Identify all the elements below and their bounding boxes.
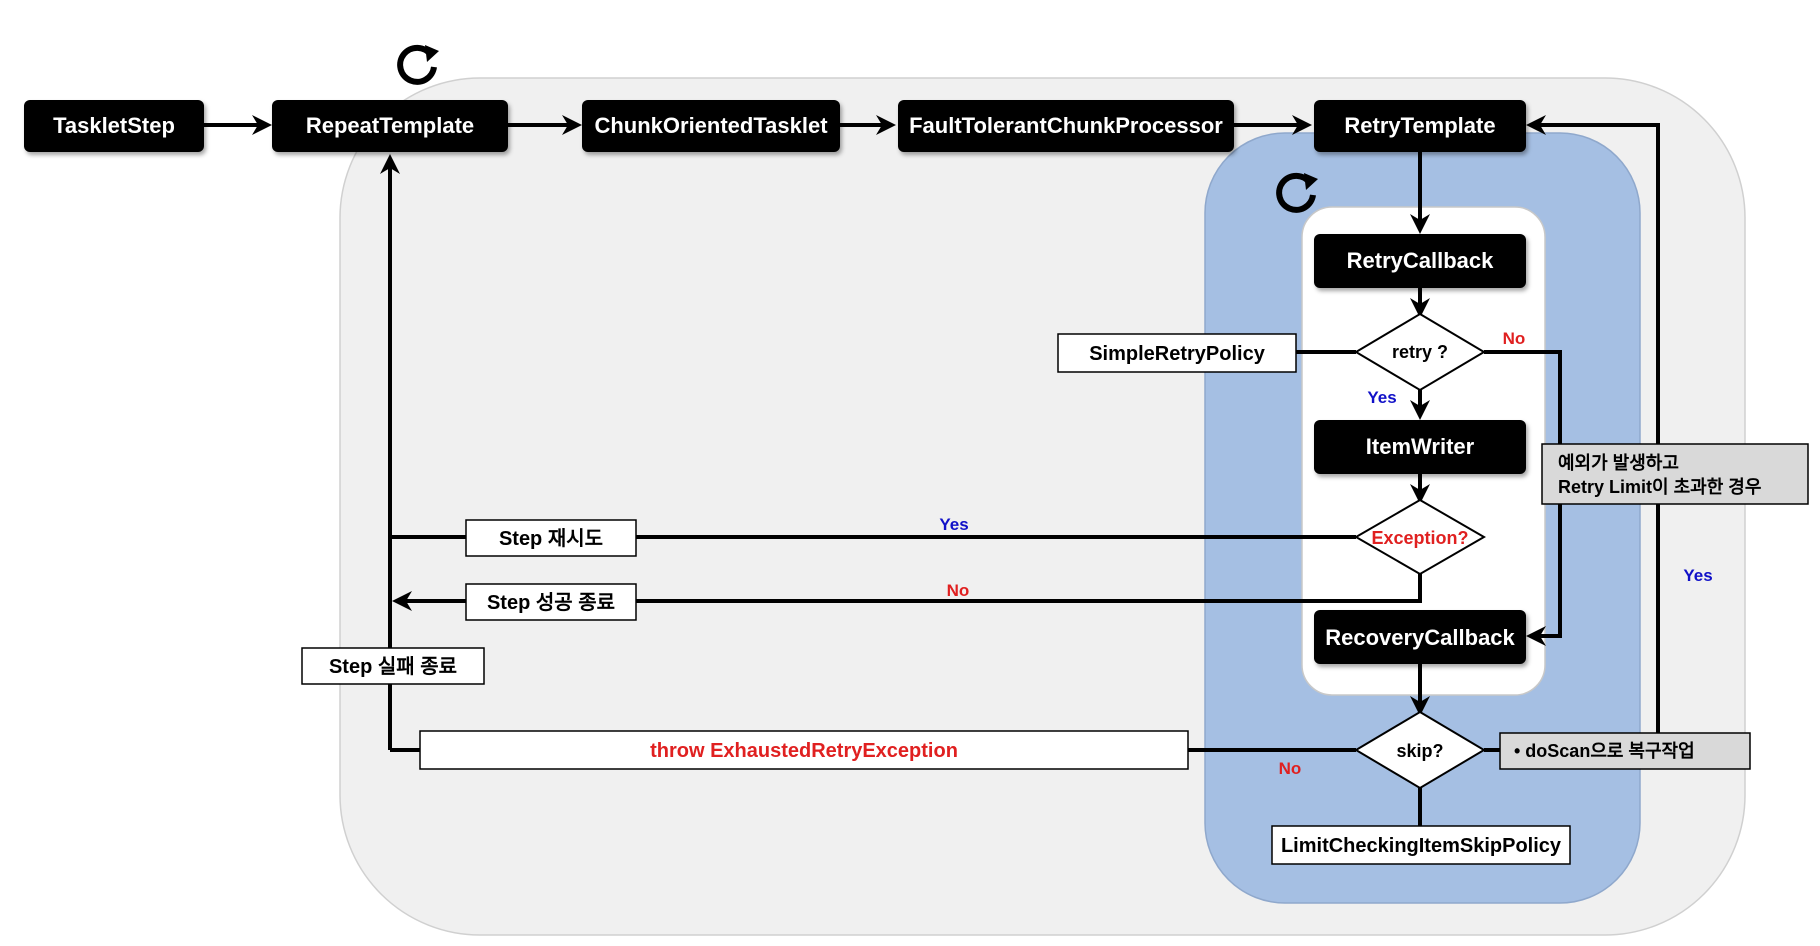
edge-label-retry-no: No [1503, 329, 1526, 348]
box-step-fail: Step 실패 종료 [301, 647, 485, 685]
decision-retry: retry ? [1354, 312, 1486, 392]
box-simple-retry-policy-label: SimpleRetryPolicy [1089, 343, 1266, 365]
box-limit-checking-policy-label: LimitCheckingItemSkipPolicy [1281, 835, 1562, 857]
note-retry-limit-line1: 예외가 발생하고 [1558, 453, 1679, 473]
refresh-icon [397, 44, 439, 85]
refresh-icon [1276, 172, 1318, 213]
node-recovery-callback: RecoveryCallback [1314, 610, 1526, 664]
note-doscan-label: • doScan으로 복구작업 [1514, 741, 1695, 761]
node-chunk-oriented-tasklet-label: ChunkOrientedTasklet [594, 113, 828, 138]
note-retry-limit: 예외가 발생하고 Retry Limit이 초과한 경우 [1541, 443, 1809, 505]
decision-skip-label: skip? [1396, 741, 1443, 761]
node-retry-callback-label: RetryCallback [1347, 248, 1495, 273]
note-retry-limit-line2: Retry Limit이 초과한 경우 [1558, 477, 1761, 497]
edge-label-exception-yes: Yes [939, 515, 968, 534]
node-tasklet-step-label: TaskletStep [53, 113, 175, 138]
node-chunk-oriented-tasklet: ChunkOrientedTasklet [582, 100, 840, 152]
node-recovery-callback-label: RecoveryCallback [1325, 625, 1515, 650]
edge-label-exception-no: No [947, 581, 970, 600]
decision-skip: skip? [1354, 710, 1486, 790]
box-throw-exhausted: throw ExhaustedRetryException [419, 730, 1189, 770]
box-step-retry-label: Step 재시도 [499, 527, 603, 550]
edge-label-skip-no: No [1279, 759, 1302, 778]
decision-retry-label: retry ? [1392, 342, 1448, 362]
node-repeat-template: RepeatTemplate [272, 100, 508, 152]
decision-exception-label: Exception? [1371, 528, 1468, 548]
node-item-writer: ItemWriter [1314, 420, 1526, 474]
box-step-success-label: Step 성공 종료 [487, 591, 615, 614]
node-fault-tolerant-chunk-processor: FaultTolerantChunkProcessor [898, 100, 1234, 152]
node-retry-callback: RetryCallback [1314, 234, 1526, 288]
node-ftcp-label: FaultTolerantChunkProcessor [909, 113, 1223, 138]
note-doscan: • doScan으로 복구작업 [1499, 732, 1751, 770]
box-limit-checking-policy: LimitCheckingItemSkipPolicy [1271, 825, 1571, 865]
edge-label-retry-yes: Yes [1367, 388, 1396, 407]
box-simple-retry-policy: SimpleRetryPolicy [1057, 333, 1297, 373]
node-item-writer-label: ItemWriter [1366, 434, 1475, 459]
box-step-retry: Step 재시도 [465, 519, 637, 557]
decision-exception: Exception? [1354, 498, 1486, 576]
edge-label-skip-yes: Yes [1683, 566, 1712, 585]
node-retry-template-label: RetryTemplate [1344, 113, 1495, 138]
box-step-success: Step 성공 종료 [465, 583, 637, 621]
node-repeat-template-label: RepeatTemplate [306, 113, 474, 138]
box-step-fail-label: Step 실패 종료 [329, 655, 457, 678]
box-throw-exhausted-label: throw ExhaustedRetryException [650, 740, 958, 762]
node-retry-template: RetryTemplate [1314, 100, 1526, 152]
edge-exception-no [392, 574, 1422, 611]
node-tasklet-step: TaskletStep [24, 100, 204, 152]
